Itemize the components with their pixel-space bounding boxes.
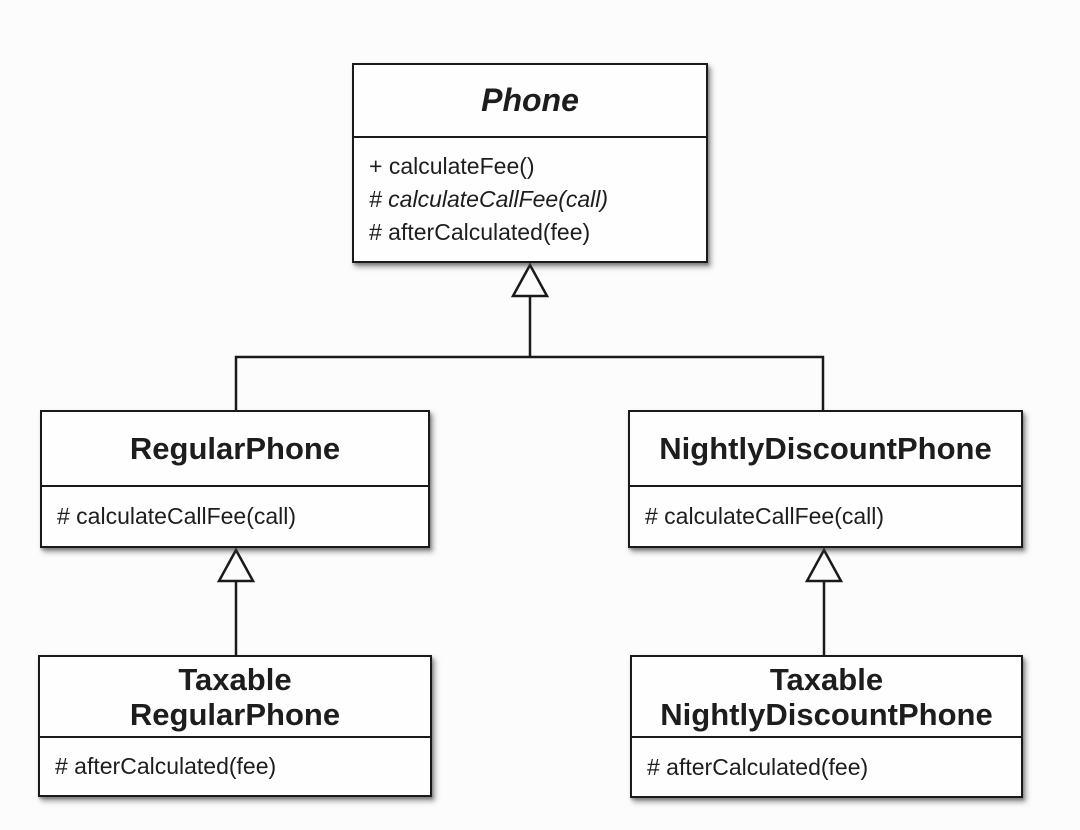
method-calculatecallfee-abstract: # calculateCallFee(call) [369, 186, 609, 212]
methods-compartment-phone: + calculateFee() # calculateCallFee(call… [354, 138, 706, 261]
class-name-taxablenightlydiscountphone-line2: NightlyDiscountPhone [660, 696, 993, 732]
method-calculatecallfee: # calculateCallFee(call) [645, 503, 885, 529]
class-box-regularphone: RegularPhone # calculateCallFee(call) [40, 410, 430, 548]
class-box-taxableregularphone: Taxable RegularPhone # afterCalculated(f… [38, 655, 432, 797]
methods-compartment-taxableregularphone: # afterCalculated(fee) [40, 738, 430, 795]
class-name-taxablenightlydiscountphone-line1: Taxable [769, 661, 884, 697]
method-aftercalculated: # afterCalculated(fee) [55, 753, 277, 779]
method-aftercalculated: # afterCalculated(fee) [647, 753, 869, 780]
method-calculatecallfee: # calculateCallFee(call) [57, 503, 297, 529]
class-box-nightlydiscountphone: NightlyDiscountPhone # calculateCallFee(… [628, 410, 1023, 548]
generalization-arrowhead-phone [510, 262, 550, 298]
class-box-phone: Phone + calculateFee() # calculateCallFe… [352, 63, 708, 263]
class-name-regularphone: RegularPhone [129, 431, 341, 466]
method-aftercalculated: # afterCalculated(fee) [369, 219, 591, 245]
methods-compartment-nightlydiscountphone: # calculateCallFee(call) [630, 487, 1021, 546]
generalization-arrowhead-regularphone [216, 547, 256, 583]
class-name-taxableregularphone-line2: RegularPhone [129, 696, 341, 732]
method-calculatefee: + calculateFee() [369, 153, 535, 179]
class-name-phone: Phone [481, 82, 579, 118]
generalization-arrowhead-nightlydiscountphone [804, 547, 844, 583]
class-name-nightlydiscountphone: NightlyDiscountPhone [659, 431, 992, 466]
class-name-taxableregularphone-line1: Taxable [178, 661, 292, 697]
generalization-bus [234, 355, 825, 412]
methods-compartment-taxablenightlydiscountphone: # afterCalculated(fee) [632, 738, 1021, 796]
class-box-taxablenightlydiscountphone: Taxable NightlyDiscountPhone # afterCalc… [630, 655, 1023, 798]
methods-compartment-regularphone: # calculateCallFee(call) [42, 487, 428, 546]
